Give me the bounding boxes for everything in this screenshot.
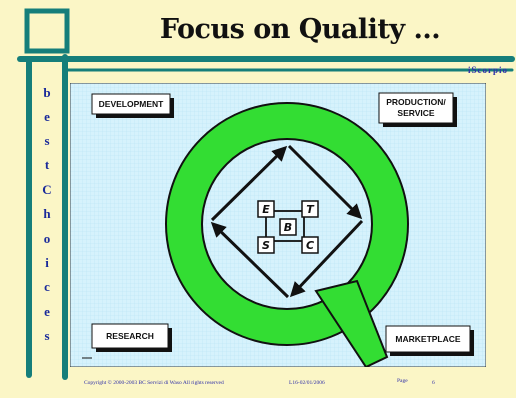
footer-page-number: 6	[432, 380, 435, 386]
label-production-service: PRODUCTION/SERVICE	[378, 92, 457, 127]
sidebar-letter: h	[43, 206, 51, 221]
node-b-box	[279, 218, 297, 236]
page-title: Focus on Quality ...	[159, 14, 441, 45]
arrow-left-top	[210, 145, 288, 222]
label-marketplace-box	[385, 325, 471, 353]
sidebar-letter: o	[43, 231, 51, 246]
brand-label: iScorpio	[467, 65, 508, 75]
footer-date: L16-02/01/2006	[289, 380, 325, 386]
sidebar-letter: c	[44, 279, 50, 294]
arrow-right-bottom	[289, 219, 364, 298]
node-e-letter: E	[262, 203, 270, 216]
sidebar-letter: e	[44, 109, 50, 124]
footer-page-label: Page	[397, 378, 408, 384]
label-research-box	[91, 323, 169, 349]
sidebar-letter: e	[44, 304, 50, 319]
corner-square	[24, 8, 70, 54]
quality-diagram: E T B S C DEVELOPMENT PRODUCTION/SERVICE…	[70, 83, 486, 367]
node-t-letter: T	[306, 203, 315, 216]
node-s-box	[257, 236, 275, 254]
sidebar-letter: s	[44, 328, 50, 343]
node-s-letter: S	[262, 239, 270, 252]
label-production-box	[378, 92, 454, 124]
q-tail	[314, 279, 389, 367]
q-ring-fill	[167, 104, 407, 344]
sidebar-letter: b	[43, 85, 51, 100]
node-b-letter: B	[284, 221, 292, 234]
arrow-bottom-left	[210, 221, 290, 299]
footer-copyright: Copyright © 2000-2003 BC Servizi di Waso…	[84, 380, 224, 386]
node-c-box	[301, 236, 319, 254]
label-production-text: PRODUCTION/SERVICE	[386, 97, 446, 118]
label-research: RESEARCH	[91, 323, 172, 352]
label-production-line: SERVICE	[397, 108, 434, 118]
node-t-box	[301, 200, 319, 218]
label-research-text: RESEARCH	[106, 331, 154, 341]
arrow-top-right	[287, 144, 363, 220]
sidebar-letter: i	[45, 255, 49, 270]
label-development-text: DEVELOPMENT	[99, 99, 165, 109]
label-marketplace: MARKETPLACE	[385, 325, 474, 356]
node-c-letter: C	[306, 239, 314, 252]
sidebar-letter: C	[42, 182, 52, 197]
label-development: DEVELOPMENT	[91, 93, 174, 118]
node-e-box	[257, 200, 275, 218]
label-development-box	[91, 93, 171, 115]
center-node: E T B S C	[257, 200, 319, 254]
sidebar-letter: s	[44, 133, 50, 148]
center-square-outline	[265, 210, 305, 242]
label-production-line: PRODUCTION/	[386, 97, 446, 107]
sidebar-letter: t	[44, 157, 50, 172]
label-marketplace-text: MARKETPLACE	[395, 334, 460, 344]
